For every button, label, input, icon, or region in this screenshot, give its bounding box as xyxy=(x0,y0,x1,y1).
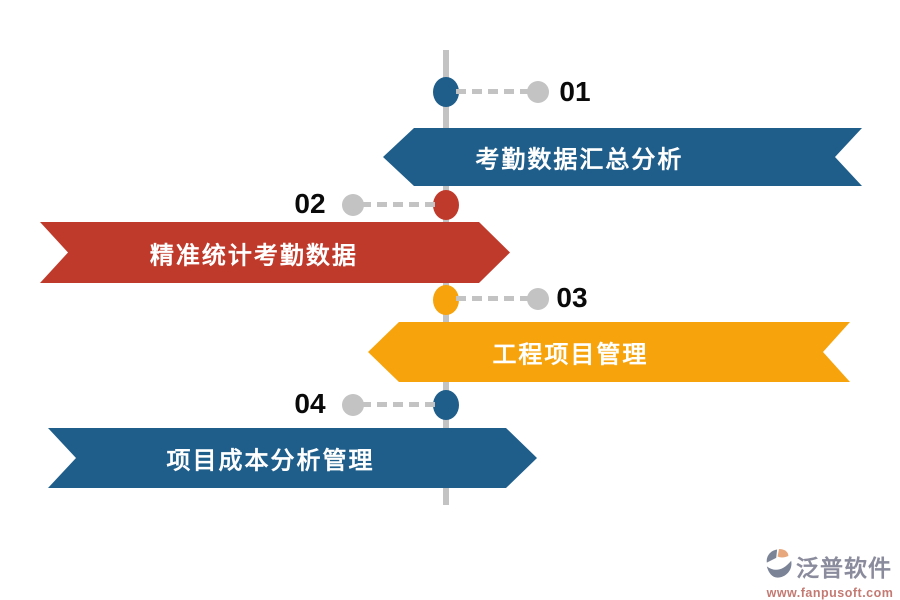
watermark: 泛普软件 www.fanpusoft.com xyxy=(764,547,896,600)
timeline-node-1 xyxy=(433,77,459,107)
timeline-node-2 xyxy=(433,190,459,220)
step-number-3: 03 xyxy=(556,282,588,313)
step-number-4: 04 xyxy=(294,388,326,419)
connector-dot-3 xyxy=(527,288,549,310)
banner-step-4-label: 项目成本分析管理 xyxy=(166,447,375,475)
banner-step-2: 精准统计考勤数据 xyxy=(40,222,510,283)
connector-dashed-4 xyxy=(361,402,435,407)
connector-dot-1 xyxy=(527,81,549,103)
step-number-2: 02 xyxy=(294,188,326,219)
timeline-node-3 xyxy=(433,285,459,315)
connector-dashed-3 xyxy=(456,296,530,301)
fanpu-logo-icon xyxy=(764,547,794,585)
brand-url: www.fanpusoft.com xyxy=(766,586,894,600)
step-number-1: 01 xyxy=(559,76,591,107)
brand-name: 泛普软件 xyxy=(796,555,892,581)
connector-dashed-2 xyxy=(361,202,435,207)
connector-dashed-1 xyxy=(456,89,530,94)
banner-step-4: 项目成本分析管理 xyxy=(48,428,537,488)
connector-dot-4 xyxy=(342,394,364,416)
banner-step-1-label: 考勤数据汇总分析 xyxy=(475,146,684,174)
banner-step-3: 工程项目管理 xyxy=(368,322,850,382)
banner-step-2-label: 精准统计考勤数据 xyxy=(149,242,358,269)
banner-step-3-label: 工程项目管理 xyxy=(492,341,649,369)
banner-step-1: 考勤数据汇总分析 xyxy=(383,128,862,186)
connector-dot-2 xyxy=(342,194,364,216)
timeline-node-4 xyxy=(433,390,459,420)
